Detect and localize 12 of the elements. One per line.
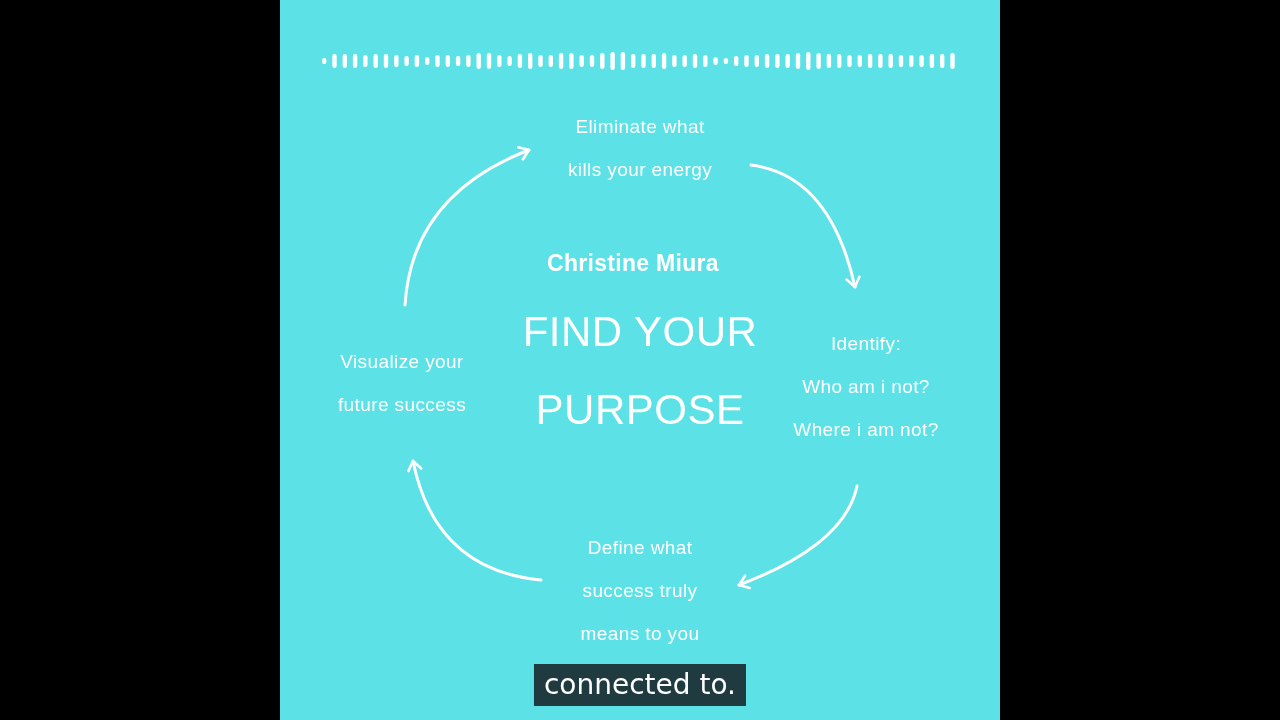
cycle-arrow bbox=[403, 146, 531, 307]
cycle-arrow bbox=[749, 163, 861, 289]
cycle-arrow bbox=[407, 459, 543, 582]
step-text: Eliminate what kills your energy bbox=[566, 115, 714, 182]
step-heading: Identify: bbox=[829, 332, 903, 356]
step-text: Who am i not? Where i am not? bbox=[792, 375, 940, 442]
subtitle-caption: connected to. bbox=[534, 664, 746, 706]
step-text: Visualize your future success bbox=[336, 350, 468, 417]
step-text: Define what success truly means to you bbox=[579, 536, 701, 646]
cycle-arrow bbox=[737, 484, 859, 589]
purpose-title: FIND YOUR PURPOSE bbox=[521, 307, 759, 435]
author-name: Christine Miura bbox=[547, 249, 719, 277]
